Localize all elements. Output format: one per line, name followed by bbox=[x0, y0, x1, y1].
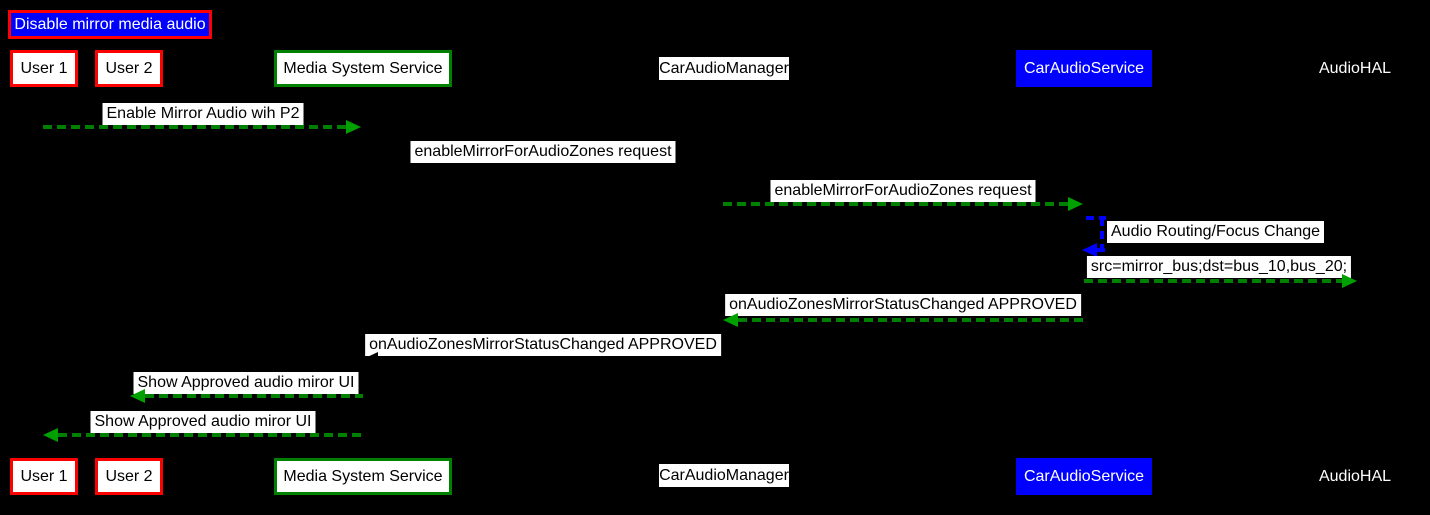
message-arrow-line bbox=[58, 433, 363, 437]
participant-audio-hal-bottom: AudioHAL bbox=[1318, 467, 1392, 485]
message-arrow-line bbox=[145, 394, 363, 398]
message-arrow-line bbox=[1084, 279, 1342, 283]
arrowhead-left-icon bbox=[1082, 243, 1097, 257]
arrowhead-right-icon bbox=[708, 159, 723, 173]
message-label: src=mirror_bus;dst=bus_10,bus_20; bbox=[1086, 256, 1352, 278]
participant-user2-bottom: User 2 bbox=[95, 458, 163, 495]
message-arrow-line bbox=[738, 318, 1084, 322]
arrowhead-right-icon bbox=[1068, 197, 1083, 211]
arrowhead-left-icon bbox=[723, 313, 738, 327]
message-arrow-line bbox=[723, 202, 1068, 206]
message-arrow-line-hidden bbox=[363, 164, 708, 168]
participant-car-audio-manager-bottom: CarAudioManager bbox=[659, 464, 789, 487]
message-label: Show Approved audio miror UI bbox=[133, 372, 359, 394]
arrowhead-left-icon bbox=[363, 352, 378, 366]
self-arrow-bottom-segment bbox=[1097, 248, 1106, 252]
message-label: enableMirrorForAudioZones request bbox=[410, 141, 676, 163]
participant-user2-top: User 2 bbox=[95, 50, 163, 87]
participant-car-audio-service-top: CarAudioService bbox=[1016, 50, 1152, 87]
message-label: Audio Routing/Focus Change bbox=[1107, 221, 1325, 243]
message-label: Show Approved audio miror UI bbox=[90, 411, 316, 433]
message-label: enableMirrorForAudioZones request bbox=[770, 180, 1036, 202]
self-arrow-vertical-segment bbox=[1100, 218, 1104, 248]
participant-audio-hal-top: AudioHAL bbox=[1318, 59, 1392, 77]
participant-media-system-service-bottom: Media System Service bbox=[274, 458, 452, 495]
participant-user1-top: User 1 bbox=[10, 50, 78, 87]
message-label: Enable Mirror Audio wih P2 bbox=[102, 103, 304, 125]
arrowhead-left-icon bbox=[130, 389, 145, 403]
message-arrow-line bbox=[43, 125, 346, 129]
arrowhead-right-icon bbox=[1342, 274, 1357, 288]
message-label: onAudioZonesMirrorStatusChanged APPROVED bbox=[725, 294, 1081, 316]
arrowhead-right-icon bbox=[346, 120, 361, 134]
participant-car-audio-service-bottom: CarAudioService bbox=[1016, 458, 1152, 495]
participant-car-audio-manager-top: CarAudioManager bbox=[659, 57, 789, 80]
arrowhead-left-icon bbox=[43, 428, 58, 442]
participant-user1-bottom: User 1 bbox=[10, 458, 78, 495]
self-arrow-top-segment bbox=[1086, 216, 1106, 220]
message-arrow-line-hidden bbox=[378, 357, 723, 361]
diagram-title: Disable mirror media audio bbox=[8, 10, 212, 39]
participant-media-system-service-top: Media System Service bbox=[274, 50, 452, 87]
message-label: onAudioZonesMirrorStatusChanged APPROVED bbox=[365, 334, 721, 356]
